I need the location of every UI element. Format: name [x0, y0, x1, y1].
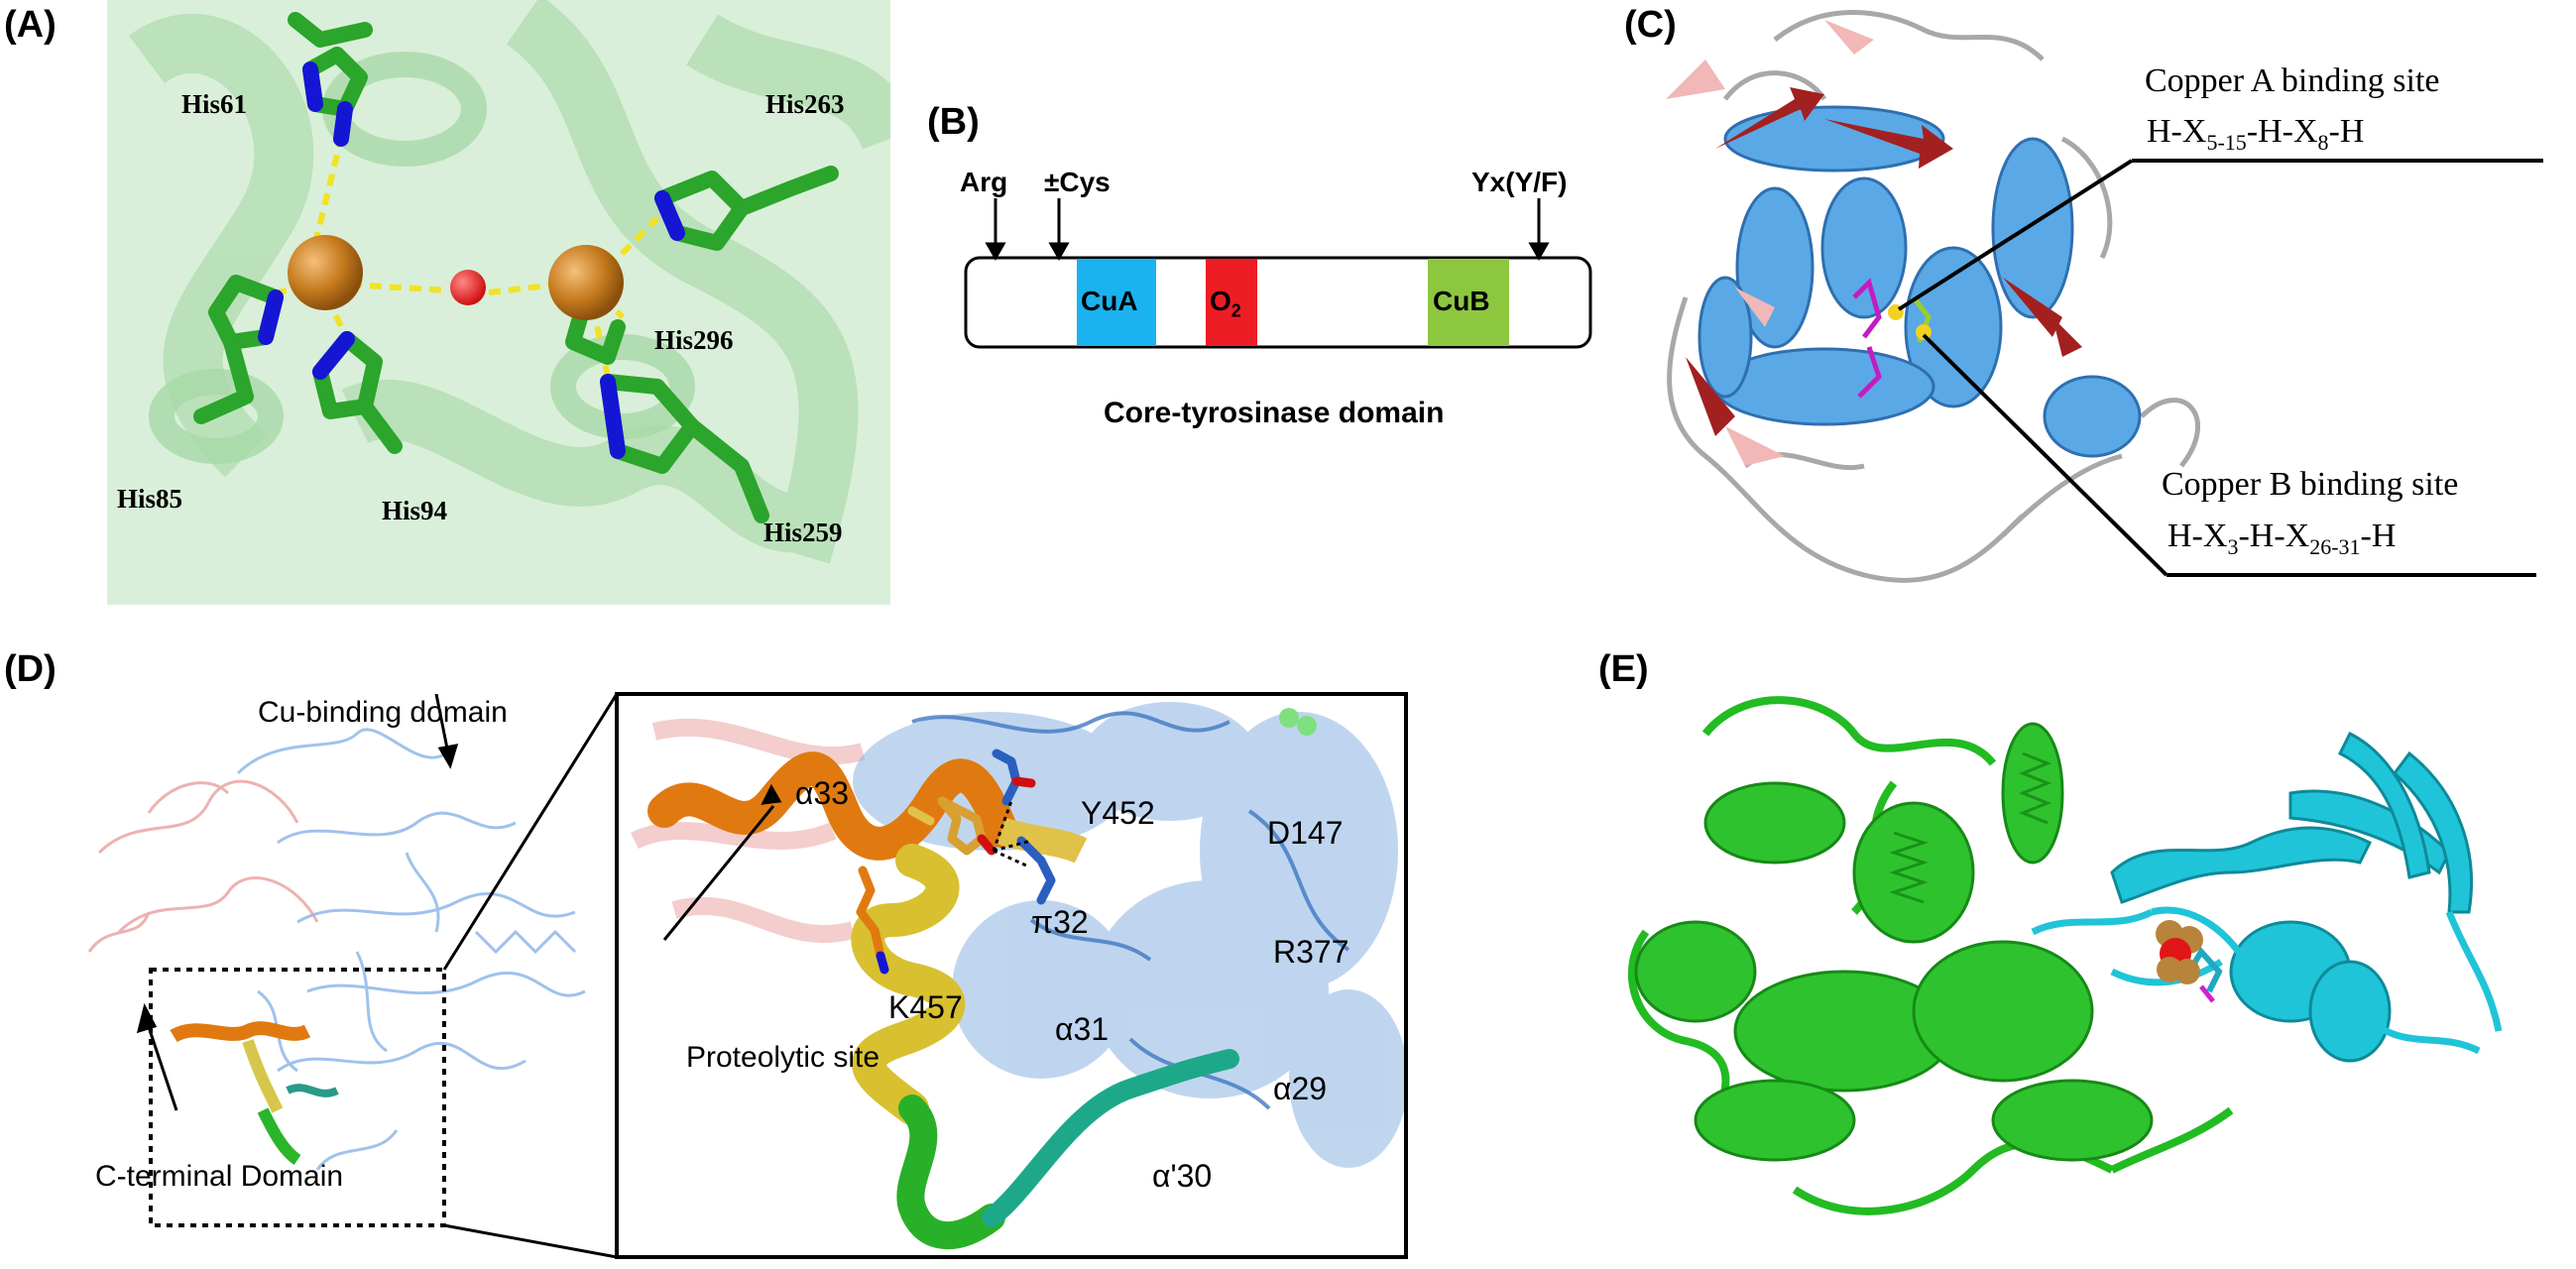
panel-b-schematic — [964, 198, 1592, 349]
panel-b-letter: (B) — [927, 101, 980, 143]
residue-d147: D147 — [1267, 815, 1344, 851]
helix-label-alpha33: α33 — [795, 775, 850, 811]
helix-label-alpha31: α31 — [1055, 1011, 1110, 1047]
panel-c-letter: (C) — [1624, 4, 1677, 46]
arrow-label-arg: Arg — [960, 167, 1008, 197]
residue-his61: His61 — [181, 89, 248, 119]
residue-his259: His259 — [763, 518, 843, 547]
helix-label-alpha29: α29 — [1273, 1071, 1328, 1106]
panel-d-connectors — [442, 694, 619, 1259]
segment-label-cub: CuB — [1433, 286, 1490, 316]
arrow-label-cys: ±Cys — [1044, 167, 1111, 197]
residue-his296: His296 — [654, 325, 734, 355]
proteolytic-site-label: Proteolytic site — [686, 1041, 880, 1074]
helix-label-alpha-prime30: α'30 — [1152, 1158, 1213, 1194]
segment-cua — [1077, 259, 1156, 346]
segment-o2 — [1206, 259, 1257, 346]
panel-e-letter: (E) — [1598, 648, 1649, 690]
panel-a-structure — [107, 0, 890, 605]
c-terminal-domain-label: C-terminal Domain — [95, 1160, 344, 1193]
copper-b-title: Copper B binding site — [2162, 466, 2459, 503]
helix-label-pi32: π32 — [1031, 904, 1089, 940]
copper-a-title: Copper A binding site — [2145, 62, 2440, 99]
residue-y452: Y452 — [1081, 795, 1155, 831]
residue-his263: His263 — [765, 89, 845, 119]
residue-his85: His85 — [117, 484, 183, 514]
residue-r377: R377 — [1273, 934, 1349, 970]
panel-a-letter: (A) — [4, 4, 57, 46]
panel-d-zoom — [615, 692, 1408, 1259]
segment-label-o2: O2 — [1210, 286, 1241, 321]
residue-his94: His94 — [382, 496, 448, 525]
copper-a-motif: H-X5-15-H-X8-H — [2147, 113, 2365, 155]
residue-k457: K457 — [888, 989, 963, 1025]
panel-e-structure — [1627, 696, 2503, 1215]
segment-cub — [1428, 259, 1509, 346]
segment-label-cua: CuA — [1081, 286, 1138, 316]
cu-binding-domain-label: Cu-binding domain — [258, 696, 508, 729]
panel-d-overview — [87, 694, 586, 1227]
arrow-label-yx: Yx(Y/F) — [1471, 167, 1568, 197]
panel-b-caption: Core-tyrosinase domain — [1104, 397, 1445, 429]
panel-c-structure — [1666, 10, 2543, 583]
panel-d-letter: (D) — [4, 648, 57, 690]
copper-b-motif: H-X3-H-X26-31-H — [2167, 518, 2397, 559]
